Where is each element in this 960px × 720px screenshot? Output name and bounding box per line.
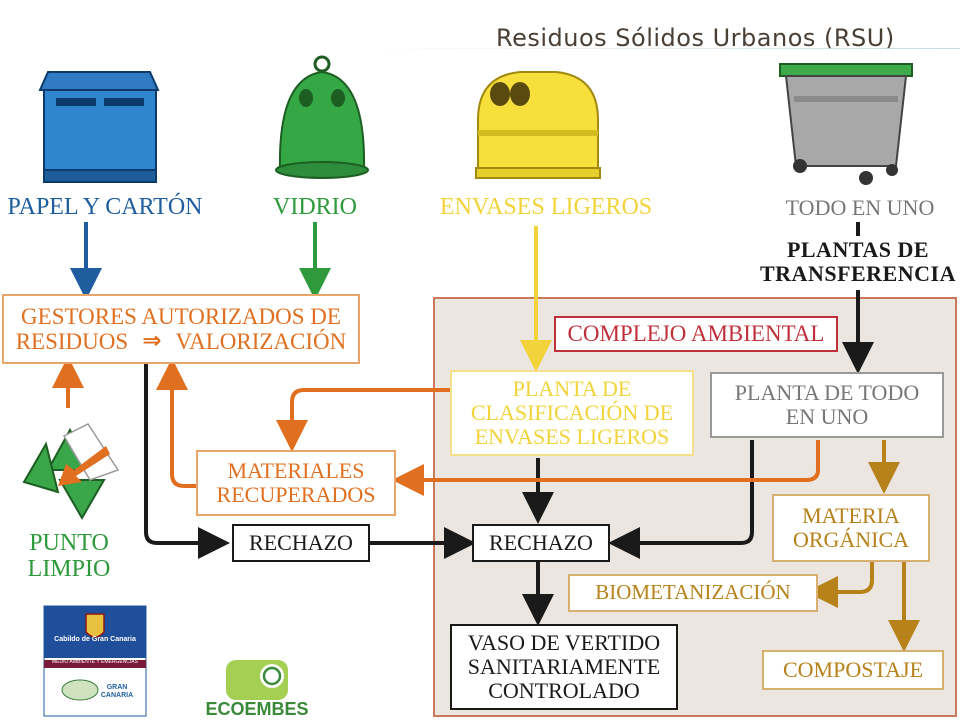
gestores-valorizacion: VALORIZACIÓN [175,329,347,354]
rechazo-box-1: RECHAZO [232,524,370,562]
compostaje-box: COMPOSTAJE [762,650,944,690]
materiales-recuperados-box: MATERIALES RECUPERADOS [196,450,396,516]
title-rule [360,48,960,49]
gestores-line2: RESIDUOS ⇒ VALORIZACIÓN [15,328,347,354]
plantas-transferencia: PLANTAS DE TRANSFERENCIA [760,237,956,287]
page-title: Residuos Sólidos Urbanos (RSU) [496,24,895,52]
cabildo-sub: MEDIO AMBIENTE Y EMERGENCIAS [52,659,138,665]
gran-canaria-logo-text: GRAN CANARIA [100,684,134,699]
ecoembes-label: ECOEMBES [205,699,309,719]
cabildo-name: Cabildo de Gran Canaria [54,636,136,643]
complejo-ambiental-label: COMPLEJO AMBIENTAL [554,316,838,352]
right-double-arrow-icon: ⇒ [142,328,162,354]
paper-container-icon [38,71,160,183]
packaging-container-icon [475,71,601,179]
planta-clasificacion-box: PLANTA DE CLASIFICACIÓN DE ENVASES LIGER… [450,370,694,456]
arrow-plantatodo-materiales [392,440,820,496]
punto-limpio-label: PUNTO LIMPIO [27,530,111,583]
label-papel-carton: PAPEL Y CARTÓN [7,194,203,220]
recycle-icon [22,423,120,520]
gestores-line1: GESTORES AUTORIZADOS DE [21,303,341,329]
arrow-organica-biometanizacion [806,562,874,608]
rechazo-box-2: RECHAZO [472,524,610,562]
arrow-gestores-rechazo [144,362,230,559]
ecoembes-logo [226,660,288,700]
cabildo-logo [43,605,147,717]
materia-organica-box: MATERIA ORGÁNICA [772,494,930,562]
arrow-materiales-gestores [156,358,196,488]
vaso-vertido-box: VASO DE VERTIDO SANITARIAMENTE CONTROLAD… [450,624,678,710]
glass-container-icon [275,55,369,179]
label-envases: ENVASES LIGEROS [439,194,653,220]
planta-todo-en-uno-box: PLANTA DE TODO EN UNO [710,372,944,438]
biometanizacion-box: BIOMETANIZACIÓN [568,574,818,612]
gestores-residuos: RESIDUOS [15,329,129,354]
label-vidrio: VIDRIO [273,194,357,220]
gestores-box: GESTORES AUTORIZADOS DE RESIDUOS ⇒ VALOR… [2,294,360,364]
label-todo-en-uno: TODO EN UNO [785,195,935,220]
mixed-waste-bin-icon [779,63,913,185]
arrow-plantatodo-rechazo2 [608,440,754,559]
arrow-planta-materiales [276,388,450,452]
